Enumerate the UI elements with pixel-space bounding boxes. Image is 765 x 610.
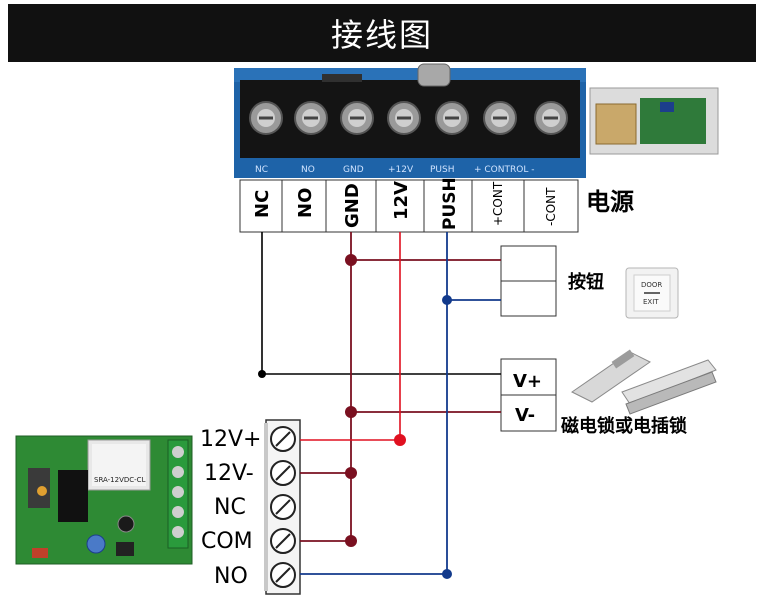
silkscreen-label: GND [343,165,364,175]
silkscreen-label: PUSH [430,165,455,175]
terminal-label-nc: NC [252,190,273,218]
receiver-module-photo: SRA-12VDC-CL [15,435,193,565]
lock-terminal-vplus: V+ [513,371,542,392]
lock-label: 磁电锁或电插锁 [561,415,687,437]
receiver-terminal-label: COM [201,529,253,554]
screw-terminal [294,101,328,135]
exit-button-photo: DOOR EXIT [625,267,679,319]
lock-photo [571,349,717,415]
junction-dot [394,434,406,446]
wire-maroon-gnd [300,232,501,542]
wire-black-nc-to-vplus [261,232,501,375]
junction-dot [345,467,357,479]
screw-terminal [270,460,296,486]
screw-terminal [340,101,374,135]
receiver-terminal-label: NC [214,495,246,520]
silkscreen-label: NC [255,165,268,175]
receiver-terminal-label: 12V+ [200,427,261,452]
screw-terminal [483,101,517,135]
terminal-label-push: PUSH [440,177,460,230]
terminal-label-no: NO [295,188,316,218]
junction-dot [442,569,452,579]
relay-text: SRA-12VDC-CL [94,476,146,484]
wire-blue-push [300,232,501,575]
terminal-label-gnd: GND [342,183,363,228]
power-supply-box-photo [589,87,719,155]
terminal-label-12v: 12V [391,181,412,220]
screw-terminal [534,101,568,135]
power-supply-board: NC NO GND +12V PUSH + CONTROL - [234,63,586,178]
silkscreen-label: NO [301,165,315,175]
screw-terminal [270,528,296,554]
screw-terminal [270,494,296,520]
lock-terminal-vminus: V- [515,405,535,426]
receiver-terminal-label: 12V- [204,461,254,486]
junction-dot [345,254,357,266]
screw-terminal [270,562,296,588]
terminal-label-cont-plus: +CONT [491,181,505,226]
junction-dot [442,295,452,305]
junction-dot [258,370,266,378]
screw-terminal [387,101,421,135]
receiver-terminal-label: NO [214,564,248,589]
silkscreen-label: +12V [388,165,414,175]
exit-button-text: DOOR [641,281,662,289]
power-supply-label: 电源 [586,188,634,216]
silkscreen-label: + CONTROL - [474,165,534,175]
exit-button-terminal-box [500,245,557,317]
terminal-label-cont-minus: -CONT [544,187,558,226]
exit-button-label: 按钮 [568,271,604,293]
exit-button-text: EXIT [643,298,659,306]
junction-dot [345,535,357,547]
title-bar: 接线图 [8,4,756,62]
screw-terminal [249,101,283,135]
power-terminal-labels: NC NO GND 12V PUSH +CONT -CONT [239,177,579,233]
screw-terminal [270,426,296,452]
junction-dot [345,406,357,418]
page-title: 接线图 [330,16,433,54]
lock-terminal-box: V+ V- [500,358,557,432]
screw-terminal [435,101,469,135]
receiver-terminal-strip [264,419,301,595]
